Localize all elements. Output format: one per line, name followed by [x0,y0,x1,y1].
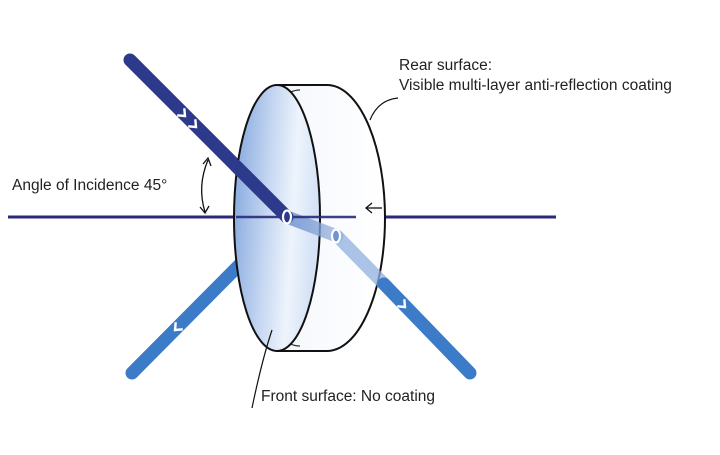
chevron-icon [177,108,187,118]
rear-surface-title: Rear surface: [399,57,492,74]
rear-label-leader [369,97,399,121]
rear-surface-description: Visible multi-layer anti-reflection coat… [399,77,672,94]
incident-beam-front [229,159,294,224]
chevron-icon [188,119,198,129]
chevron-icon [397,299,407,309]
front-surface-label: Front surface: No coating [261,388,435,405]
chevron-icon [173,322,183,332]
double-arrow-arc-icon [199,156,212,215]
reflection-point-marker [281,209,293,225]
front-label-leader [251,329,273,409]
angle-of-incidence-label: Angle of Incidence 45° [12,177,167,194]
refracted-beam [280,210,344,243]
rear-point-marker [330,228,342,244]
transmitted-beam [377,277,477,380]
arrow-left-icon [364,202,382,214]
